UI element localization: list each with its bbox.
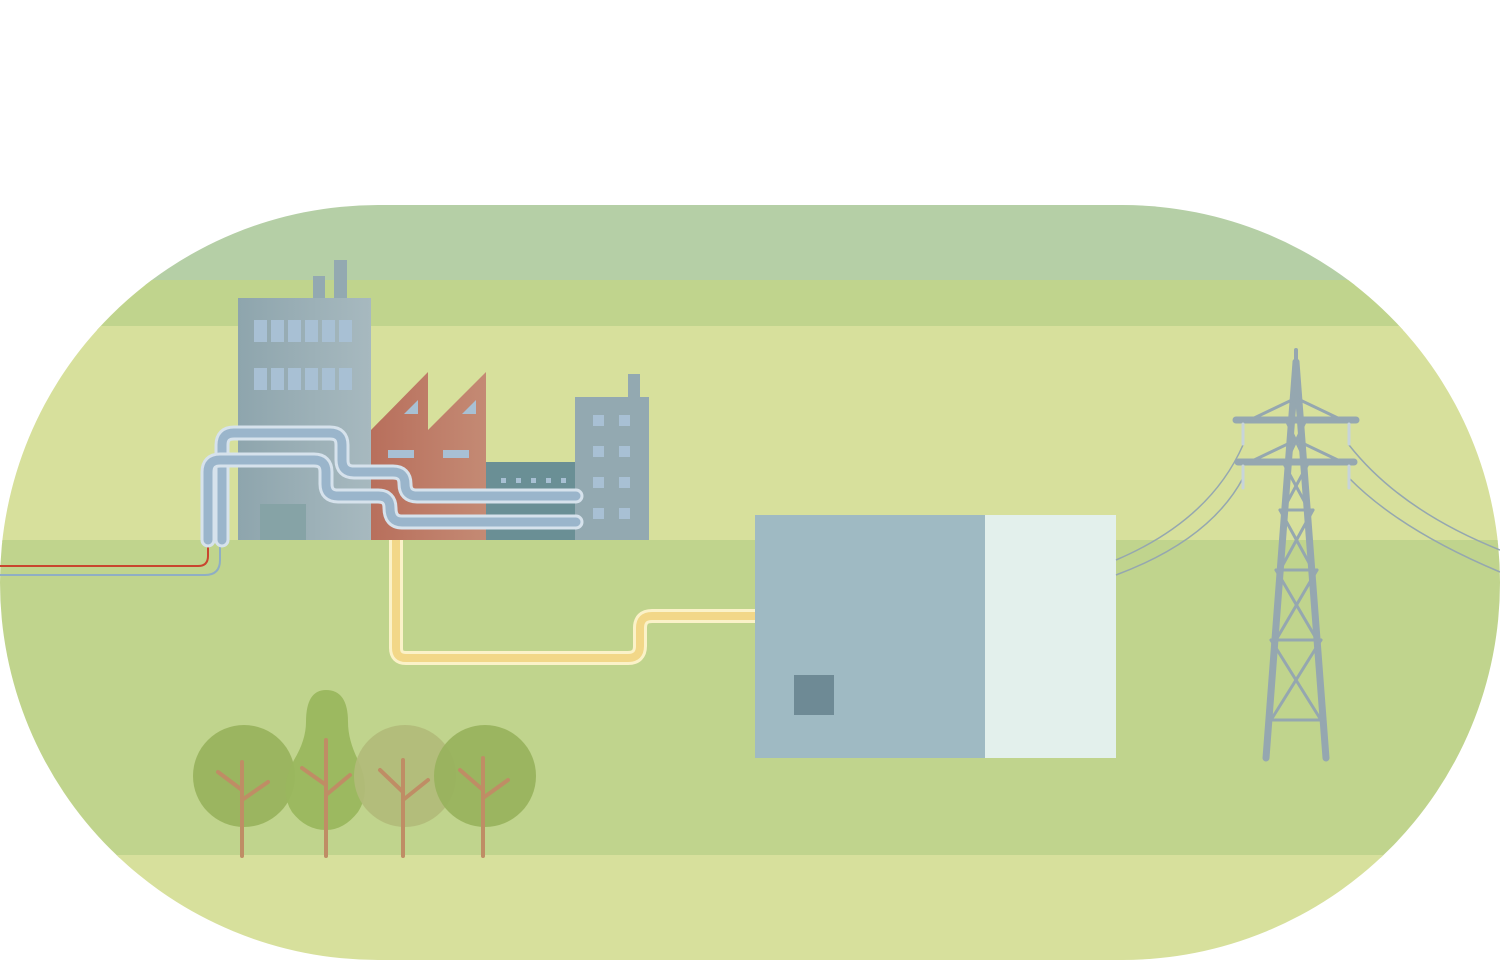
power-lines: [1115, 444, 1500, 576]
power-pylon-icon: [1232, 348, 1360, 762]
container-side: [985, 515, 1116, 758]
pylon-insulators: [1241, 422, 1351, 490]
factory-windows: [254, 320, 352, 390]
energy-storage-container-icon: [755, 515, 1116, 758]
blue-pipes: [200, 425, 584, 548]
blue-line: [0, 539, 221, 576]
pipes: [0, 533, 763, 665]
container-window: [794, 675, 834, 715]
factory-door: [260, 504, 306, 540]
red-pipe: [0, 539, 209, 567]
factory-office-building: [575, 397, 649, 540]
trees: [193, 690, 536, 858]
container-main: [755, 515, 987, 758]
tree-icon: [285, 690, 365, 858]
tree-icon: [193, 725, 295, 858]
factory-icon: [238, 260, 649, 540]
landscape: [0, 205, 1500, 960]
tree-icon: [434, 725, 536, 858]
tree-icon: [354, 725, 456, 858]
